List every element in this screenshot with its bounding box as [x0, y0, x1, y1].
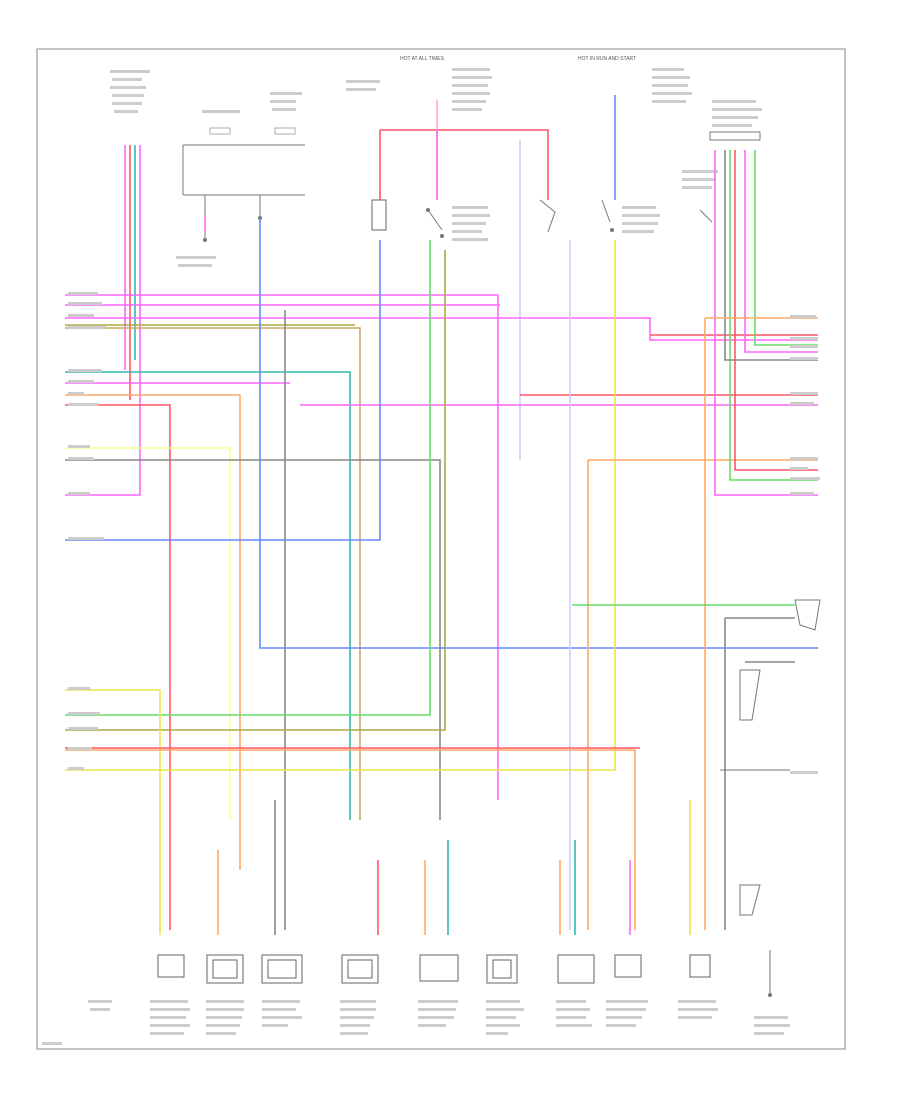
- source-label-hot-at-all-times: HOT AT ALL TIMES: [400, 56, 445, 62]
- diagram-frame: [36, 48, 846, 1050]
- top-label-blocks: [110, 68, 762, 267]
- top-left-components: [182, 127, 305, 242]
- source-label-hot-in-run-start: HOT IN RUN AND START: [578, 56, 636, 62]
- right-edge-labels: [790, 315, 820, 774]
- left-edge-labels: [68, 292, 106, 770]
- relay-elements: [371, 199, 713, 238]
- wire-harness: [65, 95, 818, 935]
- bottom-labels: [42, 1000, 790, 1045]
- bottom-components: [157, 599, 821, 997]
- connector-top-right: [709, 131, 761, 141]
